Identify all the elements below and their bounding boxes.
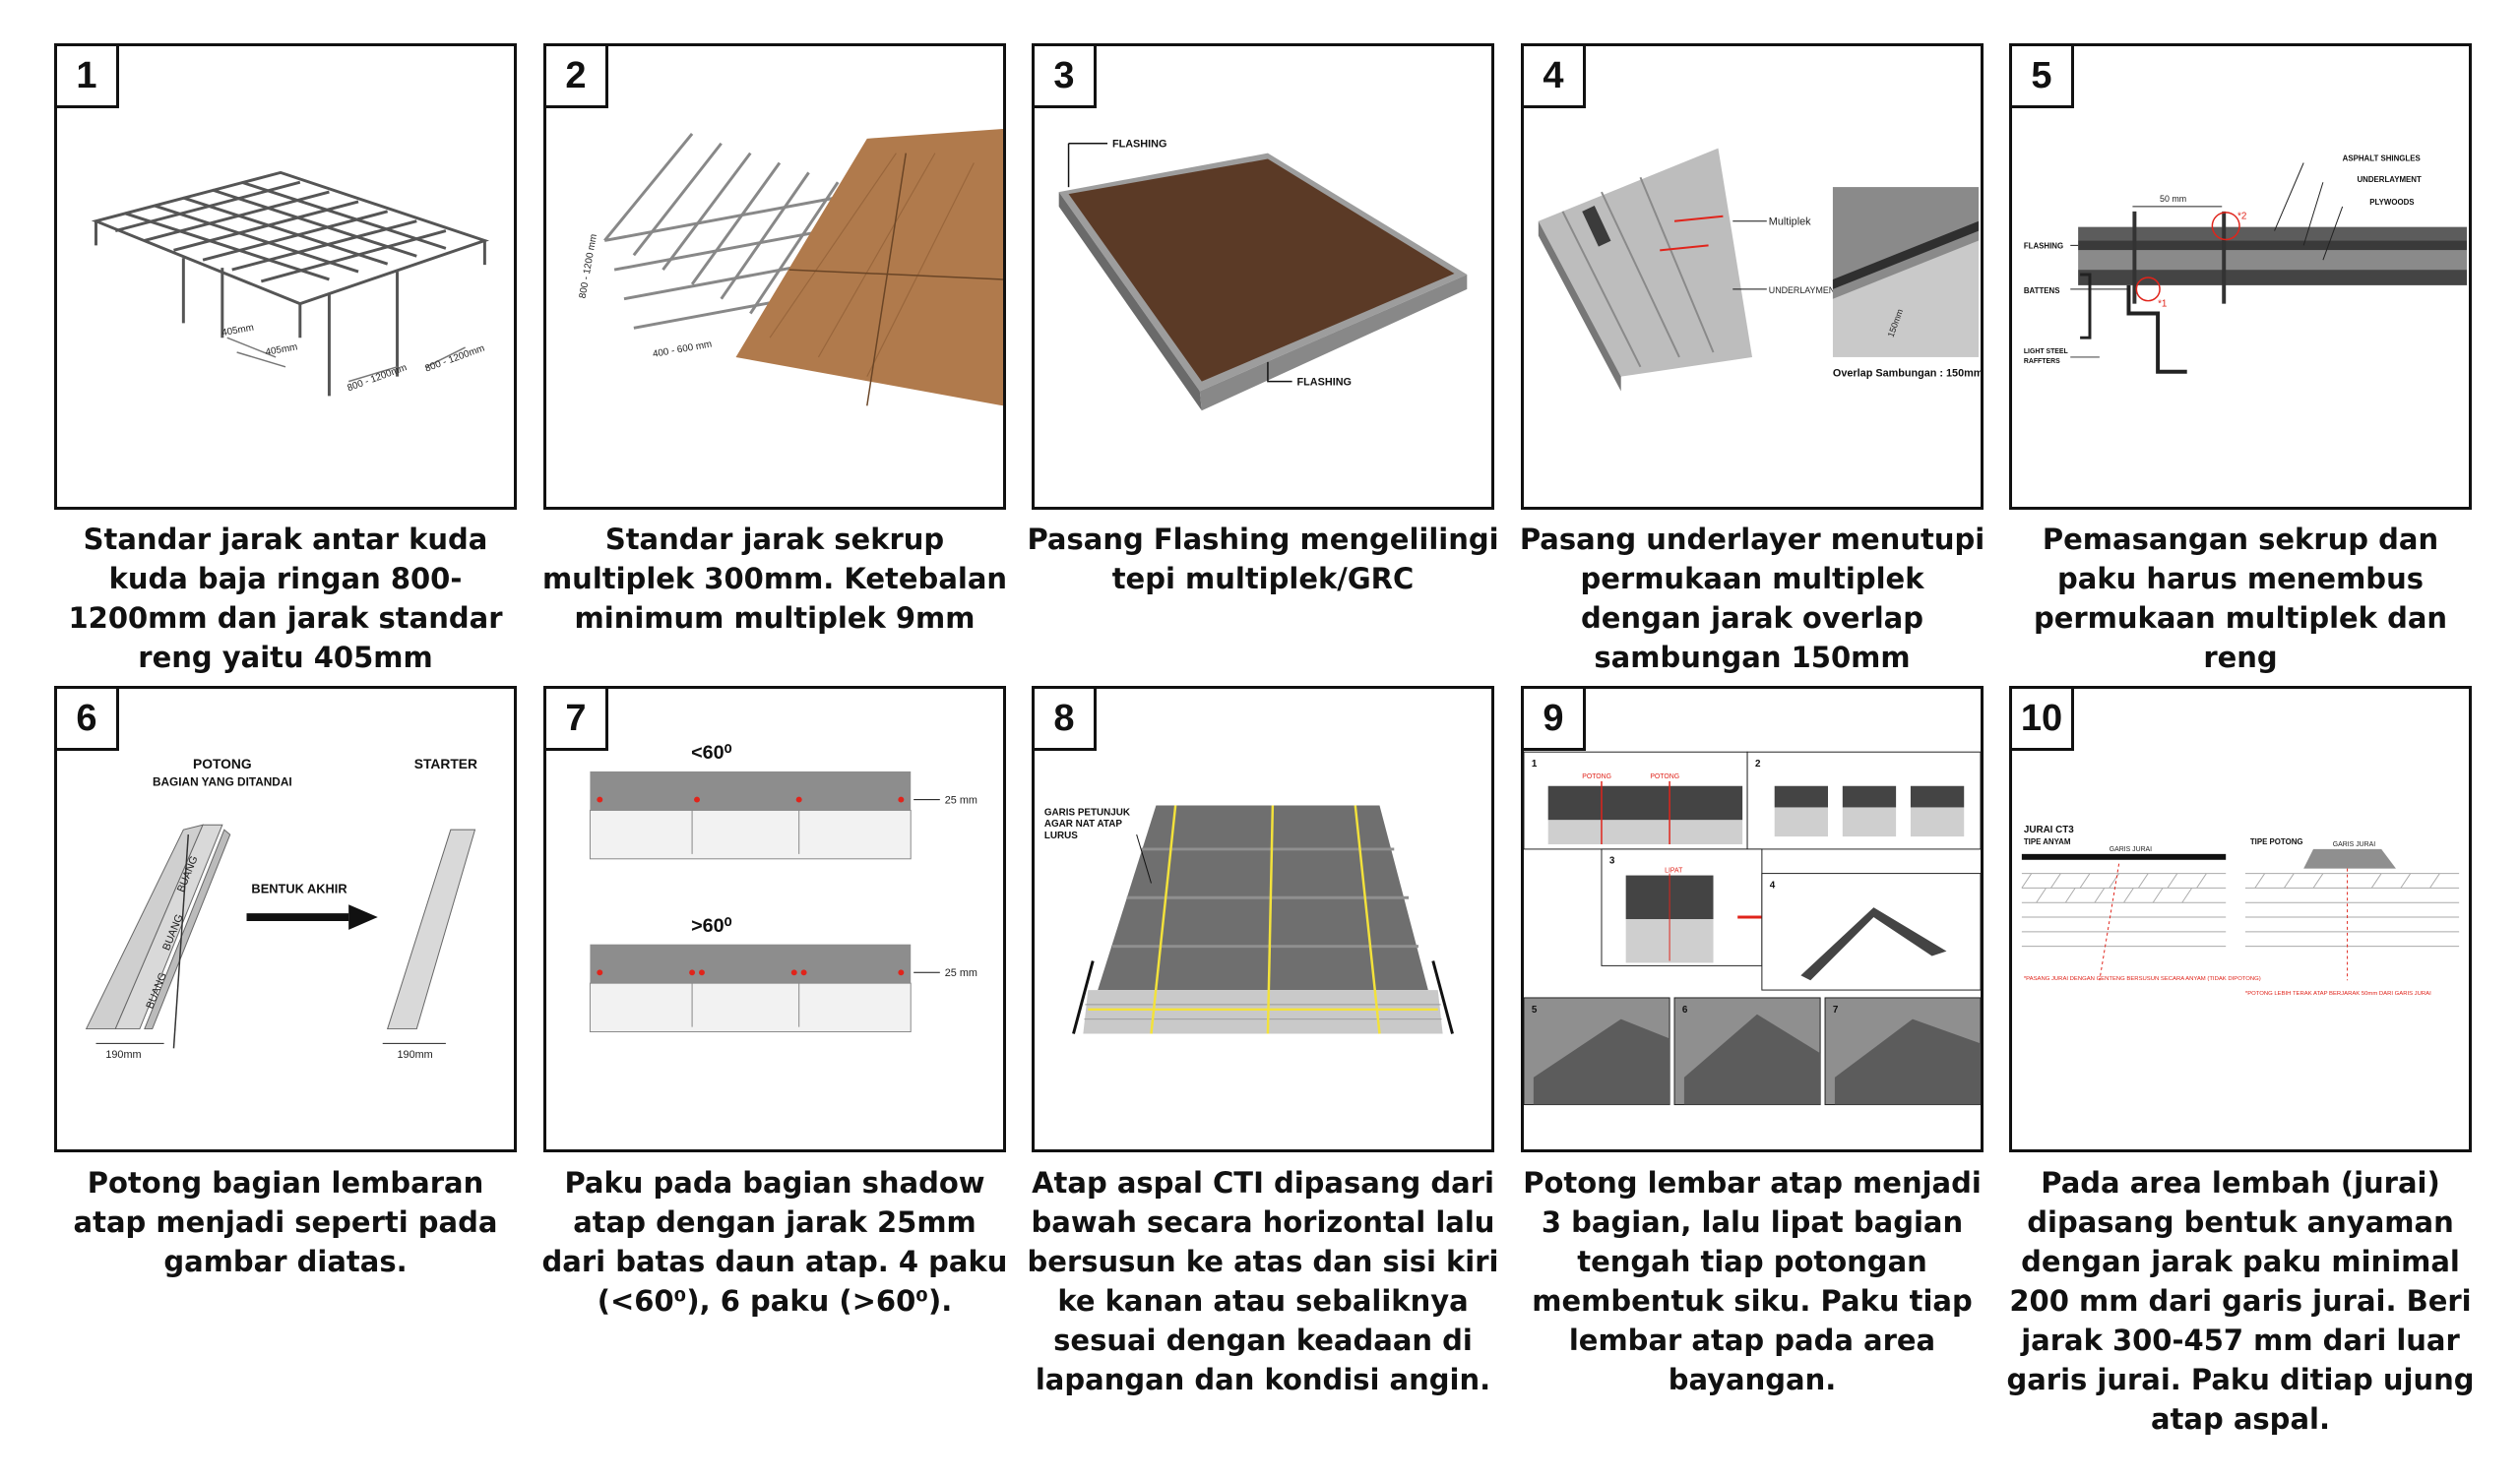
panel-number: 4 bbox=[1524, 46, 1586, 108]
battens-label: BATTENS bbox=[2024, 286, 2060, 295]
garis-label: GARIS JURAI bbox=[2110, 846, 2152, 853]
underlayment-label: UNDERLAYMENT bbox=[2357, 175, 2422, 184]
guide-label: AGAR NAT ATAP bbox=[1044, 819, 1122, 830]
rafters-label: LIGHT STEEL bbox=[2024, 348, 2068, 355]
note-marker: *1 bbox=[2158, 299, 2167, 310]
step-number: 2 bbox=[1755, 759, 1761, 770]
guide-label: GARIS PETUNJUK bbox=[1044, 807, 1131, 818]
panel-number: 8 bbox=[1035, 689, 1097, 751]
fastening-section-illustration: *2 *1 50 mm ASPHALT SHINGLES UNDERLAYMEN… bbox=[2024, 154, 2468, 374]
shingle-layout-illustration: GARIS PETUNJUK AGAR NAT ATAP LURUS bbox=[1044, 805, 1454, 1034]
shingles-label: ASPHALT SHINGLES bbox=[2343, 154, 2421, 163]
panel-3-caption: Pasang Flashing mengelilingi tepi multip… bbox=[1027, 523, 1499, 595]
panel-8-caption: Atap aspal CTI dipasang dari bawah secar… bbox=[1027, 1166, 1499, 1396]
panel-9-caption: Potong lembar atap menjadi 3 bagian, lal… bbox=[1523, 1166, 1982, 1396]
panel-1: 1 405mm 405mm 800 - 1200mm 800 - 1200mm bbox=[54, 43, 517, 510]
flashing-label: FLASHING bbox=[1297, 377, 1352, 389]
plywood-install-illustration: 800 - 1200 mm 400 - 600 mm bbox=[578, 128, 1003, 406]
panel-6-caption: Potong bagian lembaran atap menjadi sepe… bbox=[73, 1166, 498, 1278]
dim-label: 800 - 1200 mm bbox=[578, 233, 599, 299]
type-label: TIPE ANYAM bbox=[2024, 837, 2071, 846]
note-marker: *2 bbox=[2237, 212, 2246, 222]
angle-label: <60⁰ bbox=[691, 742, 731, 764]
dim-label: 25 mm bbox=[945, 795, 977, 807]
panel-number: 1 bbox=[57, 46, 119, 108]
dim-label: 800 - 1200mm bbox=[346, 362, 409, 394]
panel-9: 9 1 POTONG POTONG 2 3 LIPAT 4 5 6 7 bbox=[1521, 686, 1984, 1152]
panel-number: 7 bbox=[546, 689, 608, 751]
plywoods-label: PLYWOODS bbox=[2369, 198, 2414, 207]
dim-label: 190mm bbox=[398, 1049, 433, 1061]
potong-label: POTONG bbox=[1582, 773, 1611, 780]
step-number: 5 bbox=[1532, 1005, 1538, 1016]
potong-label: POTONG bbox=[1650, 773, 1679, 780]
panel-2: 2 800 - 1200 mm 400 - 600 mm bbox=[543, 43, 1006, 510]
underlayment-illustration: Multiplek UNDERLAYMENT 150mm Overlap Sam… bbox=[1538, 148, 1981, 392]
garis-label: GARIS JURAI bbox=[2333, 841, 2375, 848]
panel-number: 10 bbox=[2012, 689, 2074, 751]
panel-4-caption: Pasang underlayer menutupi permukaan mul… bbox=[1519, 523, 1985, 674]
flashing-label: FLASHING bbox=[1112, 139, 1166, 151]
panel-7: 7 <60⁰ 25 mm >60⁰ 25 mm bbox=[543, 686, 1006, 1152]
panel-5: 5 *2 *1 50 mm ASPHALT SHINGLES UNDERLAYM… bbox=[2009, 43, 2472, 510]
panel-10: 10 JURAI CT3 TIPE ANYAM TIPE POTONG GARI… bbox=[2009, 686, 2472, 1152]
panel-10-caption: Pada area lembah (jurai) dipasang bentuk… bbox=[2006, 1166, 2475, 1436]
jurai-label: JURAI CT3 bbox=[2024, 825, 2074, 835]
angle-label: >60⁰ bbox=[691, 915, 731, 937]
note-text: *PASANG JURAI DENGAN GENTENG BERSUSUN SE… bbox=[2024, 976, 2261, 982]
truss-frame-illustration: 405mm 405mm 800 - 1200mm 800 - 1200mm bbox=[91, 170, 490, 397]
dim-label: 800 - 1200mm bbox=[423, 342, 486, 374]
multiplek-label: Multiplek bbox=[1769, 216, 1811, 228]
panel-3: 3 FLASHING FLASHING bbox=[1032, 43, 1494, 510]
potong-label: BAGIAN YANG DITANDAI bbox=[153, 775, 292, 789]
panel-number: 9 bbox=[1524, 689, 1586, 751]
dim-label: 25 mm bbox=[945, 967, 977, 979]
step-number: 7 bbox=[1833, 1005, 1839, 1016]
panel-4: 4 Multiplek UNDERLAYMENT 150mm Overlap S… bbox=[1521, 43, 1984, 510]
guide-label: LURUS bbox=[1044, 831, 1078, 841]
dim-label: 405mm bbox=[265, 341, 298, 358]
step-number: 3 bbox=[1609, 856, 1615, 867]
step-number: 4 bbox=[1770, 880, 1776, 891]
type-label: TIPE POTONG bbox=[2250, 837, 2303, 846]
lipat-label: LIPAT bbox=[1665, 868, 1683, 875]
potong-label: POTONG bbox=[193, 756, 252, 771]
panel-7-caption: Paku pada bagian shadow atap dengan jara… bbox=[541, 1166, 1008, 1318]
panel-number: 2 bbox=[546, 46, 608, 108]
flashing-label: FLASHING bbox=[2024, 241, 2063, 250]
step-number: 1 bbox=[1532, 759, 1538, 770]
ridge-cap-illustration: 1 POTONG POTONG 2 3 LIPAT 4 5 6 7 bbox=[1524, 751, 1981, 1106]
dim-label: 190mm bbox=[105, 1049, 141, 1061]
flashing-illustration: FLASHING FLASHING bbox=[1058, 139, 1468, 411]
valley-illustration: JURAI CT3 TIPE ANYAM TIPE POTONG GARIS J… bbox=[2021, 825, 2460, 997]
dim-label: 400 - 600 mm bbox=[652, 339, 713, 359]
note-text: *POTONG LEBIH TERAK ATAP BERJARAK 50mm D… bbox=[2245, 991, 2431, 997]
bentuk-label: BENTUK AKHIR bbox=[251, 881, 346, 895]
starter-cut-illustration: POTONG BAGIAN YANG DITANDAI STARTER BUAN… bbox=[85, 756, 477, 1061]
panel-2-caption: Standar jarak sekrup multiplek 300mm. Ke… bbox=[541, 523, 1008, 635]
overlap-label: Overlap Sambungan : 150mm bbox=[1833, 368, 1981, 380]
panel-5-caption: Pemasangan sekrup dan paku harus menembu… bbox=[2033, 523, 2448, 674]
panel-number: 6 bbox=[57, 689, 119, 751]
panel-6: 6 POTONG BAGIAN YANG DITANDAI STARTER BU… bbox=[54, 686, 517, 1152]
underlayment-label: UNDERLAYMENT bbox=[1769, 285, 1841, 295]
dim-label: 405mm bbox=[220, 323, 254, 339]
panel-8: 8 GARIS PETUNJUK AGAR NAT ATAP LURUS bbox=[1032, 686, 1494, 1152]
step-number: 6 bbox=[1682, 1005, 1688, 1016]
panel-number: 3 bbox=[1035, 46, 1097, 108]
dim-label: 50 mm bbox=[2160, 194, 2186, 204]
panel-number: 5 bbox=[2012, 46, 2074, 108]
starter-label: STARTER bbox=[414, 756, 477, 771]
nail-position-illustration: <60⁰ 25 mm >60⁰ 25 mm bbox=[589, 742, 977, 1033]
panel-1-caption: Standar jarak antar kuda kuda baja ringa… bbox=[68, 523, 503, 674]
rafters-label: RAFFTERS bbox=[2024, 358, 2060, 365]
